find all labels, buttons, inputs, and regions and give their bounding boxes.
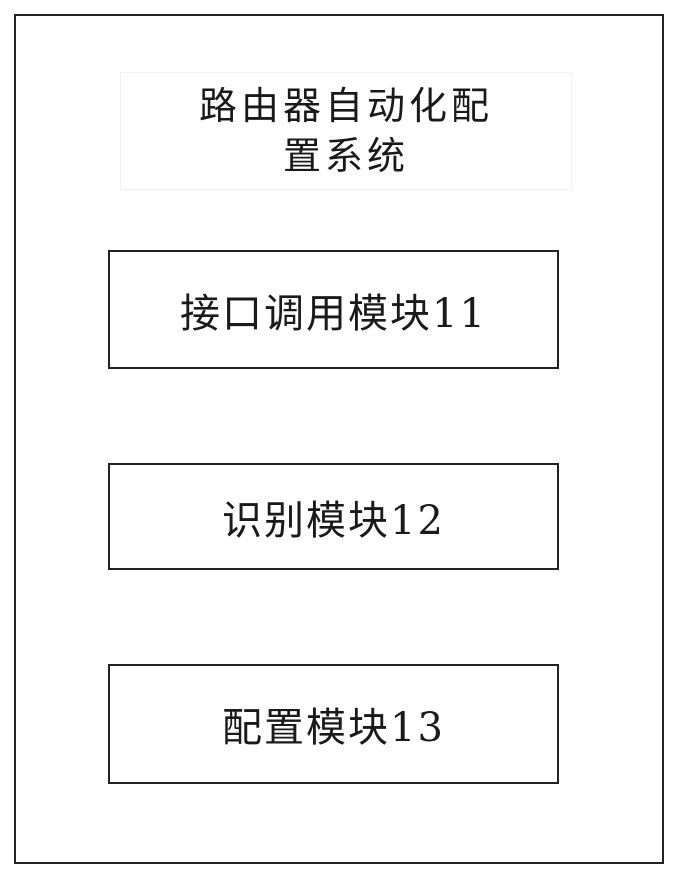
- module-box-identification: 识别模块12: [108, 463, 559, 570]
- module-box-configuration: 配置模块13: [108, 664, 559, 784]
- module-label-configuration: 配置模块13: [222, 705, 445, 751]
- module-box-interface-call: 接口调用模块11: [108, 250, 559, 369]
- system-frame: [14, 14, 664, 864]
- system-title-line-1: 路由器自动化配: [198, 84, 493, 128]
- system-title: 路由器自动化配 置系统: [120, 72, 572, 190]
- module-label-identification: 识别模块12: [222, 497, 445, 544]
- module-label-interface-call: 接口调用模块11: [180, 290, 487, 337]
- system-title-line-2: 置系统: [282, 134, 409, 178]
